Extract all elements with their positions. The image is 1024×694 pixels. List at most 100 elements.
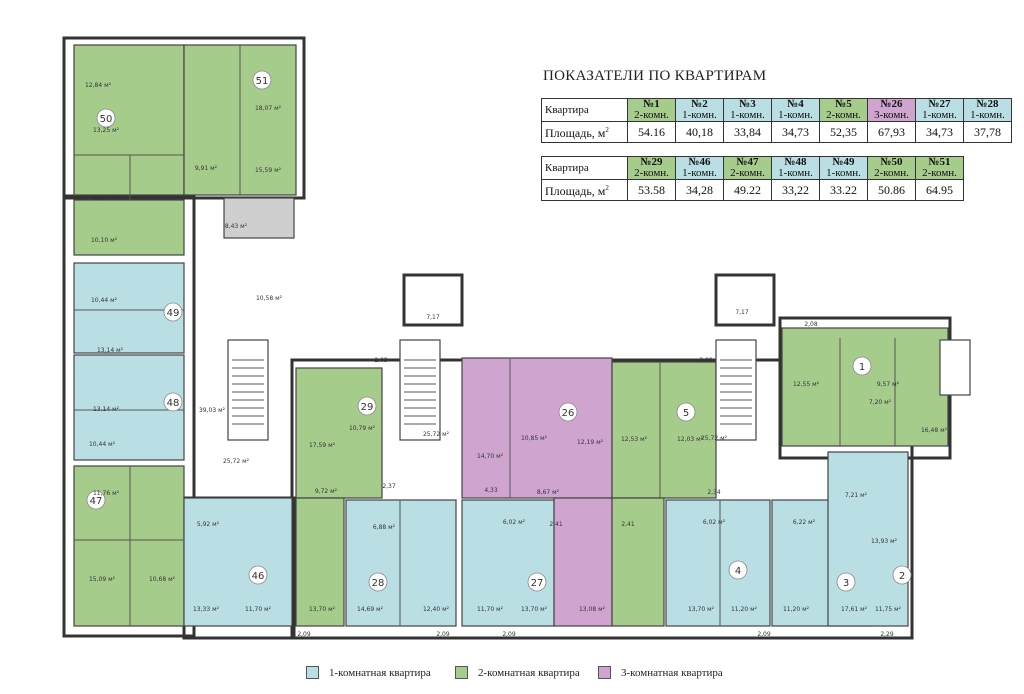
legend-label: 3-комнатная квартира — [621, 666, 723, 679]
room-area-label: 25,72 м² — [223, 458, 250, 465]
room-area-label: 9,72 м² — [315, 488, 338, 495]
apartment-number: №47 — [736, 156, 759, 168]
apartment-number-label: 49 — [167, 308, 180, 319]
dimension-label: 2,08 — [804, 321, 818, 328]
apartment-number-circle — [252, 70, 272, 90]
legend-one-room: 1-комнатная квартира — [306, 666, 431, 679]
apartment-number-label: 27 — [531, 578, 544, 589]
legend-three-room: 3-комнатная квартира — [598, 666, 723, 679]
apartment-number-label: 29 — [361, 402, 374, 413]
apartment-number-circle — [558, 402, 578, 422]
room-area-label: 8,43 м² — [225, 223, 248, 230]
apartment-number-circle — [163, 392, 183, 412]
room-area-label: 7,20 м² — [869, 399, 892, 406]
apartment-area: 64.95 — [915, 179, 964, 201]
building-wall-left — [62, 194, 196, 638]
apartment-number-label: 50 — [100, 114, 113, 125]
apartment-type: 1-комн. — [682, 167, 717, 179]
room-area-label: 10,58 м² — [256, 295, 283, 302]
utility-room — [223, 197, 295, 239]
room-area-label: 13,44 м² — [93, 195, 120, 202]
room-area-label: 10,44 м² — [89, 441, 116, 448]
apartment-area: 34,73 — [771, 121, 820, 143]
apartment-number: №5 — [835, 98, 852, 110]
legend-swatch — [598, 666, 611, 679]
room-area-label: 13,93 м² — [871, 538, 898, 545]
room-area-label: 16,48 м² — [921, 427, 948, 434]
table-area-label: Площадь, м2 — [541, 121, 628, 143]
room-area-label: 5,92 м² — [197, 521, 220, 528]
apartment-number-label: 26 — [562, 408, 575, 419]
room-area-label: 25,72 м² — [423, 431, 450, 438]
room-area-label: 13,70 м² — [309, 606, 336, 613]
room-area-label: 10,85 м² — [521, 435, 548, 442]
apartment-number-label: 47 — [90, 496, 103, 507]
room-area-label: 15,59 м² — [255, 167, 282, 174]
dimension-label: 2,41 — [549, 521, 563, 528]
apartment-number-circle — [676, 402, 696, 422]
apartment-number-circle — [836, 572, 856, 592]
apartment-number-circle — [368, 572, 388, 592]
apartment-area: 34,73 — [915, 121, 964, 143]
apartment-number: №4 — [787, 98, 804, 110]
room-area-label: 10,68 м² — [149, 576, 176, 583]
apartment-number: №48 — [784, 156, 807, 168]
apartment-number-label: 46 — [252, 571, 265, 582]
room-area-label: 11,70 м² — [477, 606, 504, 613]
apartment-number-circle — [852, 356, 872, 376]
apartment-number-label: 3 — [843, 578, 849, 589]
stair-core — [715, 339, 757, 441]
building-wall-top-left — [62, 36, 306, 200]
apartment-5-strip — [611, 497, 665, 627]
apartment-number-circle — [86, 490, 106, 510]
apartment-number-label: 28 — [372, 578, 385, 589]
apartment-number-label: 4 — [735, 566, 741, 577]
table-header-label: Квартира — [541, 156, 628, 180]
room-area-label: 6,02 м² — [703, 519, 726, 526]
apartment-number: №27 — [928, 98, 951, 110]
apartment-47-block — [73, 465, 185, 627]
legend-two-room: 2-комнатная квартира — [455, 666, 580, 679]
room-area-label: 14,69 м² — [357, 606, 384, 613]
room-area-label: 12,03 м² — [677, 436, 704, 443]
apartment-number-circle — [248, 565, 268, 585]
apartment-type: 2-комн. — [826, 109, 861, 121]
apartment-number: №29 — [640, 156, 663, 168]
apartment-area: 33,84 — [723, 121, 772, 143]
apartment-type: 1-комн. — [826, 167, 861, 179]
room-area-label: 11,70 м² — [245, 606, 272, 613]
dimension-label: 2,37 — [382, 483, 396, 490]
apartment-number-circle — [96, 108, 116, 128]
apartment-type: 2-комн. — [874, 167, 909, 179]
room-area-label: 13,14 м² — [97, 347, 124, 354]
dimension-label: 7,17 — [735, 309, 749, 316]
apartment-type: 1-комн. — [730, 109, 765, 121]
apartment-area: 33,22 — [771, 179, 820, 201]
room-area-label: 25,72 м² — [701, 435, 728, 442]
apartment-type: 1-комн. — [778, 109, 813, 121]
room-area-label: 13,08 м² — [579, 606, 606, 613]
apartment-number-circle — [728, 560, 748, 580]
room-area-label: 12,55 м² — [793, 381, 820, 388]
apartment-number: №3 — [739, 98, 756, 110]
apartment-area: 34,28 — [675, 179, 724, 201]
balcony-stair — [939, 339, 971, 396]
room-area-label: 13,33 м² — [193, 606, 220, 613]
room-area-label: 6,88 м² — [373, 524, 396, 531]
apartment-5-block — [611, 361, 717, 499]
apartment-26-strip — [553, 497, 613, 627]
dimension-label: 2,09 — [699, 357, 713, 364]
apartment-type: 1-комн. — [682, 109, 717, 121]
apartment-type: 1-комн. — [922, 109, 957, 121]
stair-core — [227, 339, 269, 441]
apartment-type: 2-комн. — [634, 167, 669, 179]
